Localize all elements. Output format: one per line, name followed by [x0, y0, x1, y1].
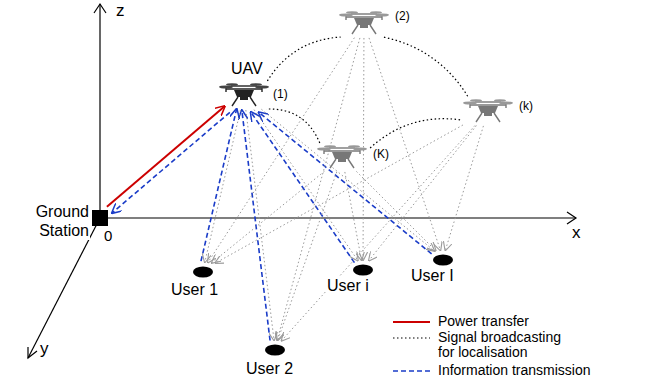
axis-label: 0 [104, 228, 112, 245]
power-line [107, 106, 225, 207]
y-axis-head [28, 347, 37, 358]
legend-text: Information transmission [438, 363, 591, 378]
user-node: User i [320, 262, 390, 302]
drone-icon [218, 82, 270, 108]
info-line [251, 112, 355, 263]
uav-link [370, 119, 460, 149]
uav-index: (2) [394, 10, 411, 23]
uav-link [266, 109, 320, 143]
user-marker [192, 264, 214, 276]
broadcast-line [212, 171, 325, 262]
info-line [201, 109, 237, 261]
user-label: User 2 [245, 360, 294, 378]
legend-broadcast-sample [393, 337, 430, 338]
uav-link [384, 37, 468, 97]
broadcast-line [208, 38, 354, 263]
ground-station: Ground Station [0, 198, 110, 242]
broadcast-line [254, 110, 358, 261]
user-label: User 1 [170, 281, 219, 299]
user-marker [432, 252, 454, 264]
uav-index: (k) [518, 100, 534, 113]
x-axis [100, 217, 576, 218]
user-ellipse [352, 264, 374, 276]
broadcast-line [369, 38, 440, 250]
uav-node: (k) [462, 92, 546, 124]
broadcast-line [345, 172, 362, 260]
user-marker [352, 262, 374, 274]
z-axis [99, 4, 100, 218]
x-axis-head [567, 212, 576, 224]
broadcast-line [216, 125, 463, 263]
legend-power-sample [393, 321, 430, 323]
broadcast-line [261, 109, 434, 250]
drone-icon [462, 98, 514, 124]
axis-label: y [40, 340, 49, 359]
drone-icon [338, 10, 390, 36]
uav-index: (K) [372, 148, 390, 161]
legend-text: Signal broadcasting for localisation [438, 330, 578, 359]
user-label: User I [410, 267, 455, 285]
user-node: User 2 [240, 342, 310, 382]
info-line [112, 112, 230, 213]
drone-holder [218, 82, 270, 108]
broadcast-line [356, 171, 435, 250]
uav-index: (1) [272, 88, 289, 101]
z-axis-head [94, 4, 106, 13]
uav-link [267, 37, 340, 81]
broadcast-line [278, 172, 337, 340]
uav-node: UAV (1) [216, 60, 300, 110]
info-line [259, 112, 432, 253]
broadcast-line [282, 125, 475, 340]
axis-label: x [572, 224, 581, 243]
drone-holder [338, 10, 390, 36]
user-ellipse [192, 266, 214, 278]
legend-text: Power transfer [438, 314, 529, 329]
legend-info-sample [393, 370, 430, 372]
uav-node: (2) [338, 4, 422, 36]
user-ellipse [264, 344, 286, 356]
ground-station-square [92, 210, 108, 226]
broadcast-line [246, 110, 274, 340]
uav-label: UAV [230, 60, 264, 78]
user-ellipse [432, 254, 454, 266]
user-marker [264, 342, 286, 354]
drone-icon [316, 144, 368, 170]
uav-node: (K) [316, 138, 400, 170]
user-node: User I [404, 252, 480, 292]
info-line [242, 110, 270, 340]
broadcast-line [445, 126, 483, 250]
station-label: Ground Station [2, 202, 90, 240]
axis-label: z [116, 2, 125, 21]
user-node: User 1 [168, 264, 238, 304]
user-label: User i [326, 277, 370, 295]
broadcast-line [369, 126, 476, 261]
drone-holder [316, 144, 368, 170]
drone-holder [462, 98, 514, 124]
